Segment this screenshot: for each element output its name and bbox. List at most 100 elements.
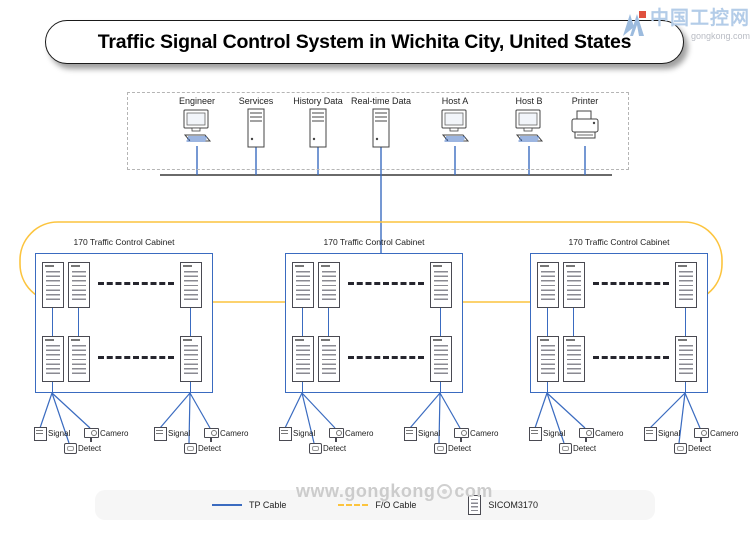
tp-link — [302, 308, 303, 336]
tp-cable-label: TP Cable — [249, 500, 287, 510]
legend-item-sicom3170: SICOM3170 — [468, 495, 538, 515]
device-engineer: Engineer — [165, 96, 229, 148]
field-device-cluster: Signal Camero Detect — [140, 426, 260, 460]
server-icon — [372, 108, 390, 148]
device-label: Real-time Data — [350, 96, 412, 106]
camera-icon — [84, 428, 99, 442]
sicom3170-switch-icon — [563, 336, 585, 382]
printer-icon — [571, 110, 599, 139]
signal-label: Signal — [418, 429, 441, 438]
camera-icon — [694, 428, 709, 442]
field-device-cluster: Signal Camero Detect — [515, 426, 635, 460]
legend-item-fo-cable: F/O Cable — [338, 500, 416, 510]
camera-icon — [579, 428, 594, 442]
tp-link — [440, 308, 441, 336]
detector-label: Detect — [688, 444, 712, 453]
workstation-icon — [183, 109, 212, 142]
gongkong-logo-text: 中国工控网 — [649, 8, 750, 29]
signal-label: Signal — [48, 429, 71, 438]
sicom3170-switch-icon — [537, 262, 559, 308]
legend-bar: TP Cable F/O Cable SICOM3170 — [95, 490, 655, 520]
signal-icon — [644, 427, 657, 441]
tp-cable-lines — [196, 146, 586, 253]
sicom3170-switch-icon — [318, 262, 340, 308]
field-device-cluster: Signal Camero Detect — [390, 426, 510, 460]
tp-link — [78, 308, 79, 336]
sicom3170-switch-icon — [42, 262, 64, 308]
tp-link — [190, 308, 191, 336]
tp-link — [190, 382, 191, 393]
camera-label: Camero — [470, 429, 499, 438]
signal-label: Signal — [658, 429, 681, 438]
camera-icon — [329, 428, 344, 442]
camera-label: Camero — [220, 429, 249, 438]
tp-link — [685, 382, 686, 393]
signal-icon — [529, 427, 542, 441]
continuation-dots — [98, 356, 174, 359]
tp-cable-sample — [212, 504, 243, 506]
sicom3170-switch-icon — [468, 495, 482, 515]
continuation-dots — [98, 282, 174, 285]
detector-label: Detect — [323, 444, 347, 453]
sicom3170-switch-icon — [292, 336, 314, 382]
watermark-text-left: www.gongkong — [296, 481, 436, 501]
sicom3170-switch-icon — [430, 336, 452, 382]
detector-icon — [674, 443, 687, 454]
continuation-dots — [593, 356, 669, 359]
signal-icon — [404, 427, 417, 441]
tp-link — [547, 382, 548, 393]
sicom3170-label: SICOM3170 — [488, 500, 538, 510]
workstation-icon — [441, 109, 470, 142]
cabinet-label: 170 Traffic Control Cabinet — [568, 237, 670, 247]
watermark: www.gongkong com — [296, 481, 493, 502]
device-realtime-data: Real-time Data — [349, 96, 413, 148]
sicom3170-switch-icon — [68, 336, 90, 382]
diagram-title-banner: Traffic Signal Control System in Wichita… — [45, 20, 684, 64]
watermark-text-right: com — [454, 481, 493, 501]
field-device-cluster: Signal Camero Detect — [20, 426, 140, 460]
server-icon — [309, 108, 327, 148]
camera-label: Camero — [710, 429, 739, 438]
signal-icon — [279, 427, 292, 441]
sicom3170-switch-icon — [180, 262, 202, 308]
camera-icon — [454, 428, 469, 442]
gongkong-logo-icon — [622, 11, 646, 36]
camera-icon — [204, 428, 219, 442]
sicom3170-switch-icon — [675, 262, 697, 308]
legend-item-tp-cable: TP Cable — [212, 500, 286, 510]
tp-link — [547, 308, 548, 336]
tp-link — [685, 308, 686, 336]
workstation-icon — [515, 109, 544, 142]
sicom3170-switch-icon — [563, 262, 585, 308]
sicom3170-switch-icon — [675, 336, 697, 382]
fo-cable-sample — [338, 504, 369, 506]
detector-label: Detect — [573, 444, 597, 453]
signal-icon — [34, 427, 47, 441]
traffic-control-cabinet-1 — [35, 253, 213, 393]
signal-label: Signal — [543, 429, 566, 438]
signal-label: Signal — [168, 429, 191, 438]
cabinet-label: 170 Traffic Control Cabinet — [73, 237, 175, 247]
sicom3170-switch-icon — [68, 262, 90, 308]
device-host-a: Host A — [423, 96, 487, 148]
detector-icon — [64, 443, 77, 454]
continuation-dots — [348, 356, 424, 359]
tp-link — [328, 308, 329, 336]
detector-label: Detect — [78, 444, 102, 453]
device-host-b: Host B — [497, 96, 561, 148]
fo-cable-label: F/O Cable — [375, 500, 417, 510]
tp-link — [302, 382, 303, 393]
tp-link — [573, 308, 574, 336]
detector-label: Detect — [198, 444, 222, 453]
camera-label: Camero — [345, 429, 374, 438]
sicom3170-switch-icon — [430, 262, 452, 308]
detector-icon — [309, 443, 322, 454]
traffic-control-cabinet-2 — [285, 253, 463, 393]
field-device-cluster: Signal Camero Detect — [265, 426, 385, 460]
sicom3170-switch-icon — [318, 336, 340, 382]
gongkong-logo-domain: gongkong.com — [690, 31, 750, 41]
server-icon — [247, 108, 265, 148]
control-center-group — [127, 92, 629, 170]
detector-icon — [434, 443, 447, 454]
tp-link — [440, 382, 441, 393]
